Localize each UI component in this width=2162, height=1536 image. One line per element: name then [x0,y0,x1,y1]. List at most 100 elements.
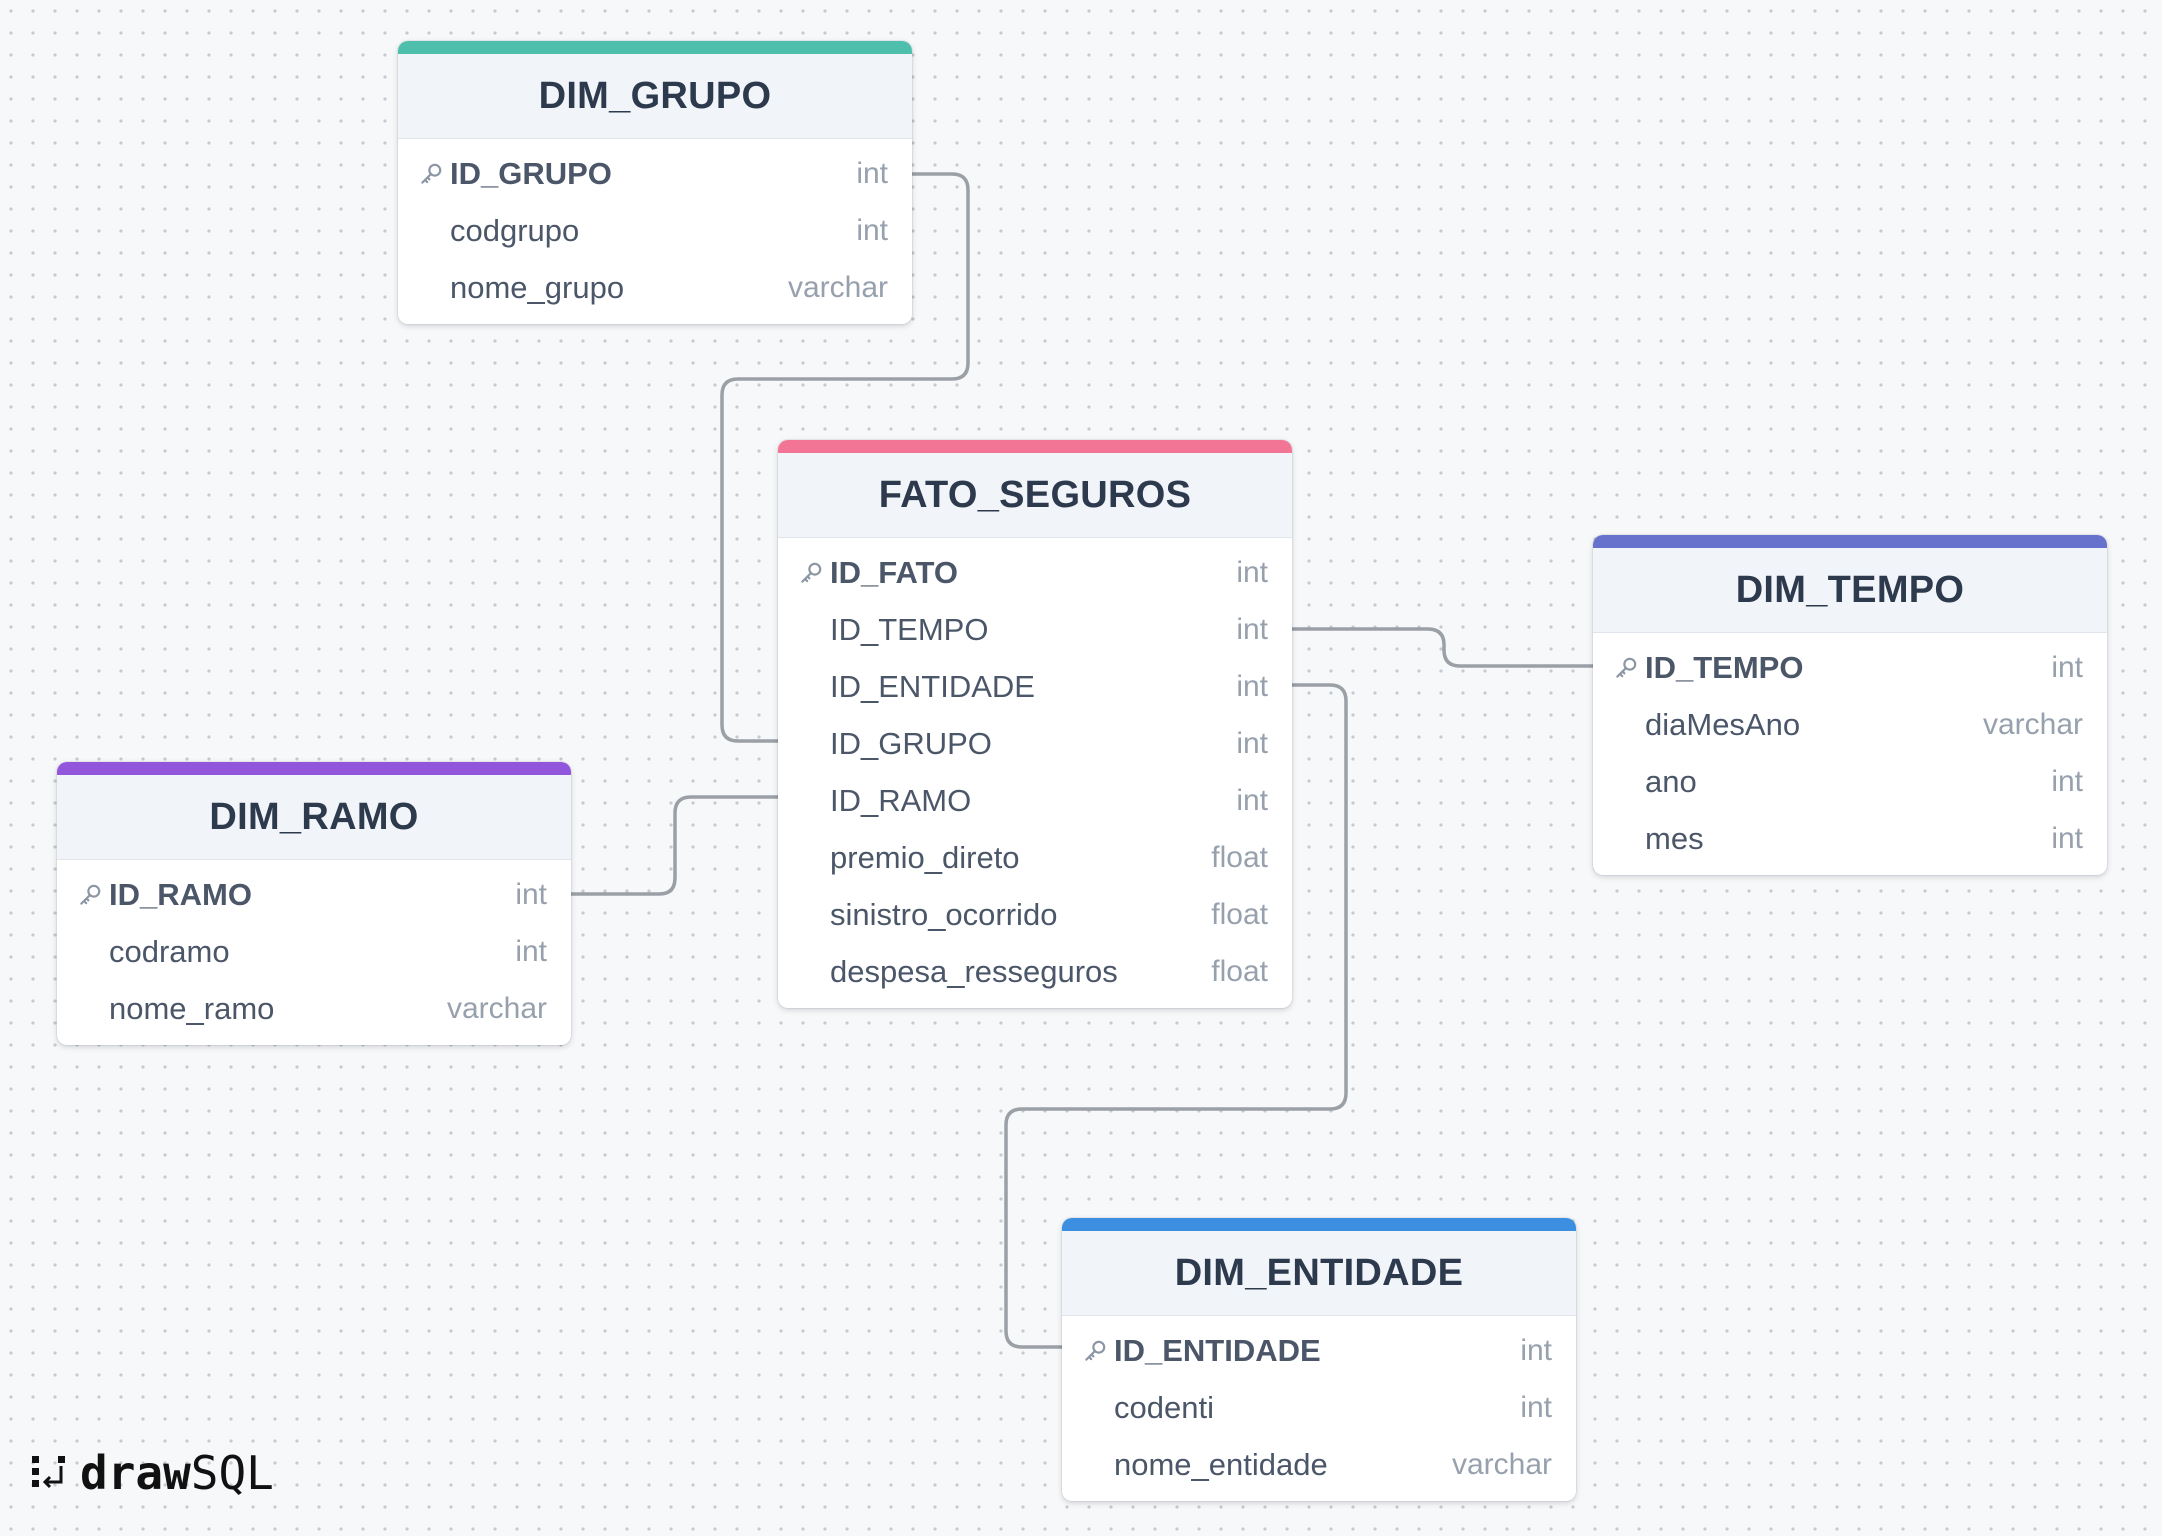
column-type: int [2051,650,2083,684]
key-icon-placeholder [798,900,830,930]
column-name-group: codgrupo [418,213,579,249]
column-name-group: sinistro_ocorrido [798,897,1057,933]
column-name: premio_direto [830,839,1020,875]
column-name-group: ID_ENTIDADE [798,669,1035,705]
column-name-group: despesa_resseguros [798,954,1118,990]
column-name: ID_GRUPO [450,155,612,191]
column-name-group: mes [1613,821,1704,857]
column-row[interactable]: ID_FATO int [778,544,1292,601]
key-icon-placeholder [1082,1450,1114,1480]
column-name-group: ID_TEMPO [1613,650,1803,686]
column-name-group: codenti [1082,1390,1214,1426]
column-name: nome_entidade [1114,1446,1328,1482]
table-header[interactable]: DIM_GRUPO [398,54,912,139]
column-row[interactable]: sinistro_ocorrido float [778,886,1292,943]
column-name: mes [1645,820,1704,856]
table-header[interactable]: DIM_TEMPO [1593,548,2107,633]
key-icon [798,558,830,588]
column-row[interactable]: mes int [1593,810,2107,867]
column-type: int [1236,669,1268,703]
column-type: varchar [1982,707,2083,741]
column-type: int [1520,1390,1552,1424]
column-name-group: ID_FATO [798,555,958,591]
key-icon-placeholder [1613,767,1645,797]
column-row[interactable]: premio_direto float [778,829,1292,886]
column-name-group: ID_GRUPO [418,156,612,192]
column-type: int [1236,555,1268,589]
column-name: despesa_resseguros [830,953,1118,989]
column-name-group: codramo [77,934,230,970]
column-name: ID_RAMO [830,782,972,818]
key-icon-placeholder [77,994,109,1024]
key-icon-placeholder [798,729,830,759]
column-row[interactable]: nome_grupo varchar [398,259,912,316]
key-icon-placeholder [418,216,450,246]
column-type: int [1520,1333,1552,1367]
column-type: float [1211,840,1268,874]
column-type: float [1211,897,1268,931]
column-name: codramo [109,933,230,969]
table-title: FATO_SEGUROS [878,473,1192,516]
table-color-bar [57,762,571,775]
key-icon-placeholder [798,843,830,873]
column-name: ID_TEMPO [830,611,989,647]
table-title: DIM_RAMO [209,795,419,838]
column-name: sinistro_ocorrido [830,896,1058,932]
column-name: ID_ENTIDADE [1114,1332,1321,1368]
column-row[interactable]: codenti int [1062,1379,1576,1436]
column-name-group: premio_direto [798,840,1020,876]
column-type: int [1236,726,1268,760]
column-name-group: ID_GRUPO [798,726,992,762]
table-header[interactable]: FATO_SEGUROS [778,453,1292,538]
column-type: int [2051,821,2083,855]
column-type: varchar [787,270,888,304]
column-name-group: diaMesAno [1613,707,1800,743]
column-name: ID_FATO [830,554,959,590]
column-name: ID_ENTIDADE [830,668,1035,704]
column-name: ID_TEMPO [1645,649,1804,685]
table-color-bar [398,41,912,54]
key-icon-placeholder [798,786,830,816]
column-name-group: ID_ENTIDADE [1082,1333,1321,1369]
column-name: nome_grupo [450,269,625,305]
column-row[interactable]: ID_ENTIDADE int [1062,1322,1576,1379]
table-title: DIM_GRUPO [538,74,772,117]
table-title: DIM_TEMPO [1735,568,1965,611]
table-header[interactable]: DIM_ENTIDADE [1062,1231,1576,1316]
table-header[interactable]: DIM_RAMO [57,775,571,860]
column-name-group: ID_RAMO [77,877,252,913]
connector-tempo[interactable] [1290,627,1595,668]
column-row[interactable]: diaMesAno varchar [1593,696,2107,753]
column-row[interactable]: ID_ENTIDADE int [778,658,1292,715]
column-name-group: ID_TEMPO [798,612,988,648]
key-icon-placeholder [77,937,109,967]
column-name: codgrupo [450,212,580,248]
column-row[interactable]: ID_TEMPO int [1593,639,2107,696]
connector-ramo[interactable] [569,795,780,896]
column-name: ID_GRUPO [830,725,992,761]
column-name-group: ID_RAMO [798,783,971,819]
table-color-bar [778,440,1292,453]
key-icon-placeholder [1082,1393,1114,1423]
column-row[interactable]: ID_GRUPO int [778,715,1292,772]
column-name: codenti [1114,1389,1214,1425]
